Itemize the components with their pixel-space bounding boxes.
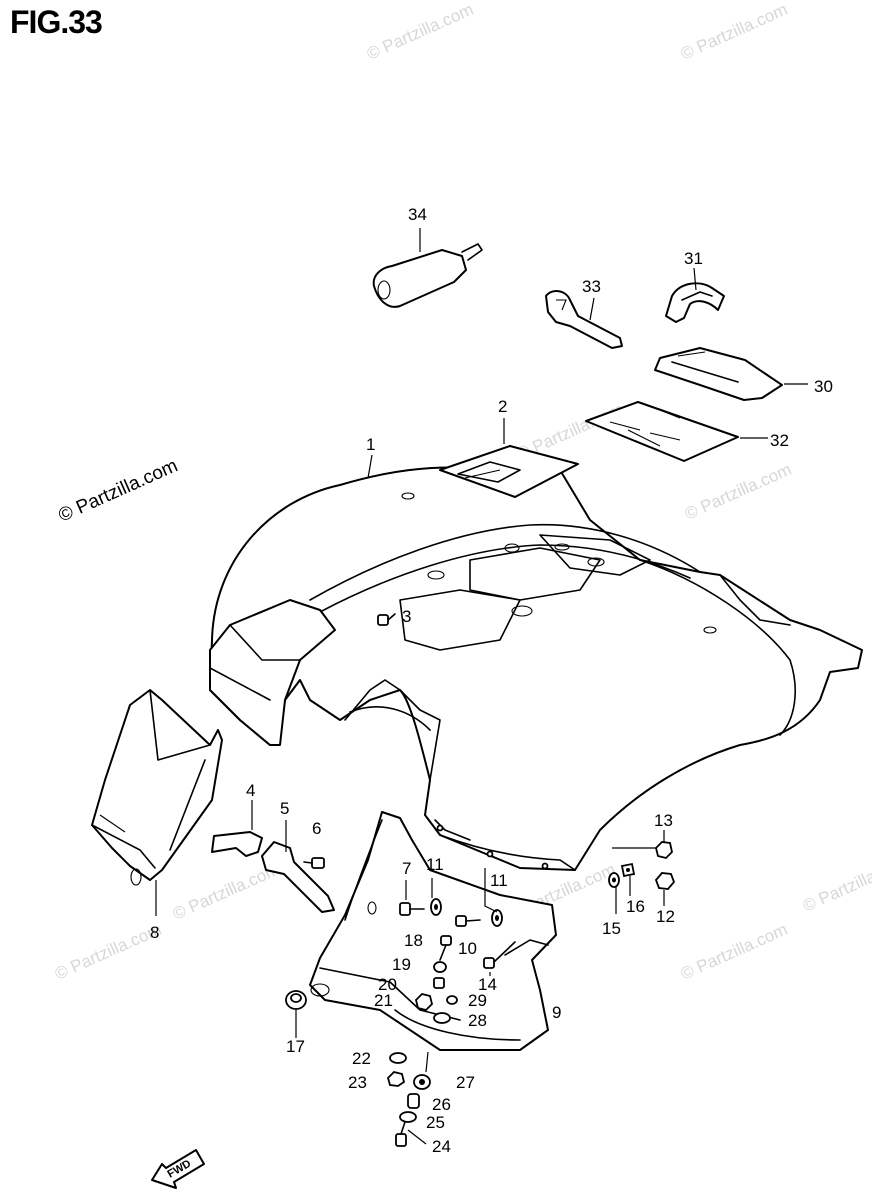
watermark-faint: © Partzilla.com bbox=[800, 852, 872, 916]
washer-11b bbox=[491, 909, 503, 927]
washer-19 bbox=[433, 961, 447, 973]
callout-10: 10 bbox=[458, 939, 477, 958]
fwd-arrow: FWD bbox=[151, 1149, 205, 1189]
callout-2: 2 bbox=[498, 397, 507, 416]
callout-31: 31 bbox=[684, 249, 703, 268]
callout-8: 8 bbox=[150, 923, 159, 942]
leader-lines bbox=[155, 228, 808, 1145]
rack-plate bbox=[439, 445, 579, 498]
callout-19: 19 bbox=[392, 955, 411, 974]
bolt-10 bbox=[455, 915, 481, 927]
stay-bracket-4 bbox=[211, 831, 263, 857]
tool-bag bbox=[654, 347, 783, 401]
callout-18: 18 bbox=[404, 931, 423, 950]
callout-26: 26 bbox=[432, 1095, 451, 1114]
washer-25 bbox=[399, 1111, 417, 1123]
callout-24: 24 bbox=[432, 1137, 451, 1156]
bolt-3 bbox=[377, 613, 396, 626]
spanner-wrench bbox=[545, 290, 623, 349]
callout-20: 20 bbox=[378, 975, 397, 994]
stay-bracket-5 bbox=[261, 841, 335, 913]
callout-30: 30 bbox=[814, 377, 833, 396]
callout-32: 32 bbox=[770, 431, 789, 450]
spacer-20 bbox=[433, 977, 445, 989]
callout-6: 6 bbox=[312, 819, 321, 838]
left-mudflap bbox=[91, 689, 223, 886]
callout-33: 33 bbox=[582, 277, 601, 296]
callout-9: 9 bbox=[552, 1003, 561, 1022]
collar-16 bbox=[620, 862, 636, 878]
callout-25: 25 bbox=[426, 1113, 445, 1132]
grommet-17 bbox=[285, 990, 307, 1010]
callout-16: 16 bbox=[626, 897, 645, 916]
bolt-18 bbox=[439, 935, 452, 961]
callout-4: 4 bbox=[246, 781, 255, 800]
nut-21 bbox=[415, 993, 433, 1011]
callout-29: 29 bbox=[468, 991, 487, 1010]
callout-5: 5 bbox=[280, 799, 289, 818]
callout-11: 11 bbox=[490, 871, 508, 890]
bolt-14 bbox=[483, 941, 516, 969]
callout-13: 13 bbox=[654, 811, 673, 830]
nut-23 bbox=[386, 1071, 406, 1087]
collar-26 bbox=[407, 1093, 420, 1109]
handle-grip bbox=[372, 243, 483, 308]
callout-14: 14 bbox=[478, 975, 497, 994]
nut-13 bbox=[655, 841, 673, 859]
watermark-faint: © Partzilla.com bbox=[52, 920, 164, 984]
callout-15: 15 bbox=[602, 919, 621, 938]
callout-21: 21 bbox=[374, 991, 393, 1010]
bolt-6 bbox=[303, 857, 325, 869]
rear-fender bbox=[209, 466, 863, 871]
bolt-24 bbox=[395, 1121, 407, 1147]
washer-11a bbox=[430, 898, 442, 916]
washer-15 bbox=[608, 872, 620, 888]
owners-manual bbox=[585, 401, 739, 462]
callout-7: 7 bbox=[402, 859, 411, 878]
rear-mudguard bbox=[309, 811, 557, 1051]
bolt-7 bbox=[399, 902, 425, 916]
grommet-27 bbox=[413, 1074, 431, 1090]
figure-title: FIG.33 bbox=[10, 4, 103, 40]
tool-clip bbox=[665, 282, 725, 323]
callout-1: 1 bbox=[366, 435, 375, 454]
callout-23: 23 bbox=[348, 1073, 367, 1092]
callout-labels: 1234567891011111213141516171819202122232… bbox=[150, 205, 833, 1156]
callout-3: 3 bbox=[402, 607, 411, 626]
callout-28: 28 bbox=[468, 1011, 487, 1030]
watermark-faint: © Partzilla.com bbox=[678, 0, 790, 64]
callout-22: 22 bbox=[352, 1049, 371, 1068]
callout-34: 34 bbox=[408, 205, 427, 224]
nut-29 bbox=[446, 995, 458, 1005]
callout-11: 11 bbox=[426, 855, 444, 874]
callout-17: 17 bbox=[286, 1037, 305, 1056]
washer-28 bbox=[433, 1012, 451, 1024]
callout-12: 12 bbox=[656, 907, 675, 926]
hardware bbox=[285, 613, 676, 1147]
washer-22 bbox=[389, 1052, 407, 1064]
watermark-main: © Partzilla.com bbox=[55, 455, 181, 526]
nut-12 bbox=[654, 872, 676, 890]
watermark-faint: © Partzilla.com bbox=[678, 920, 790, 984]
callout-27: 27 bbox=[456, 1073, 475, 1092]
watermark-faint: © Partzilla.com bbox=[682, 460, 794, 524]
watermark-faint: © Partzilla.com bbox=[364, 0, 476, 64]
